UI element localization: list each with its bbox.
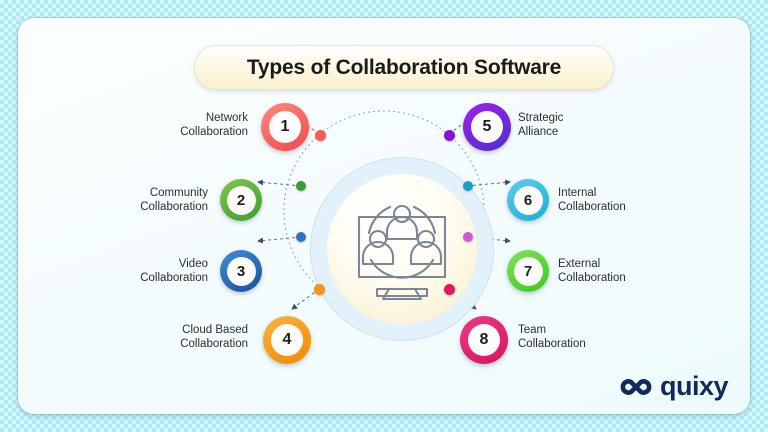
node-5-number: 5 bbox=[471, 111, 503, 143]
orbit-dot-8 bbox=[444, 284, 455, 295]
node-5[interactable]: 5 bbox=[463, 103, 511, 151]
orbit-dot-4 bbox=[314, 284, 325, 295]
label-2: Community Collaboration bbox=[140, 187, 208, 213]
label-5: Strategic Alliance bbox=[518, 112, 564, 138]
label-7: External Collaboration bbox=[558, 258, 626, 284]
orbit-dot-5 bbox=[444, 130, 455, 141]
node-4[interactable]: 4 bbox=[263, 316, 311, 364]
content-panel: Types of Collaboration Software bbox=[18, 18, 750, 414]
label-8: Team Collaboration bbox=[518, 324, 586, 350]
node-2-number: 2 bbox=[226, 185, 256, 215]
label-6: Internal Collaboration bbox=[558, 187, 626, 213]
label-4: Cloud Based Collaboration bbox=[180, 324, 248, 350]
page-title: Types of Collaboration Software bbox=[194, 45, 614, 90]
node-2[interactable]: 2 bbox=[220, 179, 262, 221]
infinity-loops-logo-icon bbox=[620, 378, 652, 395]
orbit-dot-7 bbox=[463, 232, 473, 242]
page-title-text: Types of Collaboration Software bbox=[246, 55, 562, 79]
center-hub bbox=[311, 158, 493, 340]
node-4-number: 4 bbox=[271, 324, 303, 356]
node-7[interactable]: 7 bbox=[507, 250, 549, 292]
node-8-number: 8 bbox=[468, 324, 500, 356]
label-1: Network Collaboration bbox=[180, 112, 248, 138]
node-3-number: 3 bbox=[226, 256, 256, 286]
node-6-number: 6 bbox=[513, 185, 543, 215]
node-8[interactable]: 8 bbox=[460, 316, 508, 364]
center-hub-inner bbox=[327, 174, 477, 324]
orbit-dot-3 bbox=[296, 232, 306, 242]
node-7-number: 7 bbox=[513, 256, 543, 286]
node-1-number: 1 bbox=[269, 111, 301, 143]
orbit-dot-2 bbox=[296, 181, 306, 191]
orbit-dot-1 bbox=[315, 130, 326, 141]
node-3[interactable]: 3 bbox=[220, 250, 262, 292]
label-3: Video Collaboration bbox=[140, 258, 208, 284]
node-6[interactable]: 6 bbox=[507, 179, 549, 221]
brand-logo: quixy bbox=[619, 371, 729, 401]
node-1[interactable]: 1 bbox=[261, 103, 309, 151]
orbit-dot-6 bbox=[463, 181, 473, 191]
video-conference-collaboration-icon bbox=[357, 204, 447, 301]
brand-name: quixy bbox=[659, 371, 729, 401]
